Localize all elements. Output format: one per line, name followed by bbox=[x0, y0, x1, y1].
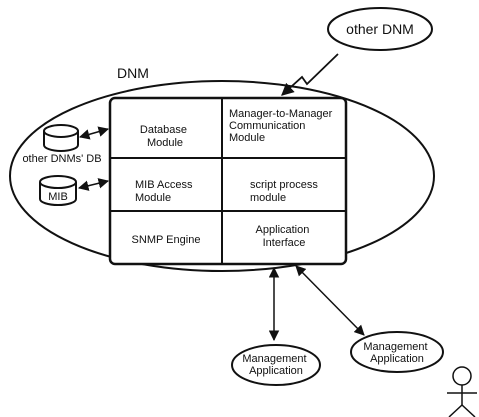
snmp-engine-label: SNMP Engine bbox=[132, 234, 201, 246]
management-application-left-label: Management Application bbox=[242, 353, 309, 377]
mib-label: MIB bbox=[48, 191, 68, 203]
other-dnms-db-label: other DNMs' DB bbox=[22, 153, 101, 165]
other-dnms-db-icon bbox=[43, 124, 79, 152]
mib-icon bbox=[39, 175, 77, 206]
user-stick-figure-icon bbox=[447, 366, 477, 417]
other-dnm-node bbox=[327, 7, 433, 51]
db-to-database-module-arrow bbox=[78, 126, 110, 140]
mib-access-module-label: MIB Access Module bbox=[135, 179, 196, 204]
database-module-label: Database Module bbox=[140, 124, 190, 149]
interface-to-right-app-arrow bbox=[295, 265, 365, 336]
dnm-label: DNM bbox=[117, 65, 149, 81]
module-grid bbox=[108, 96, 348, 266]
mib-to-mib-access-arrow bbox=[77, 178, 110, 191]
script-process-module-label: script process module bbox=[250, 179, 321, 204]
dnm-boundary bbox=[9, 80, 435, 272]
management-application-left bbox=[231, 344, 321, 386]
module-grid-frame bbox=[108, 96, 348, 266]
other-dnm-label: other DNM bbox=[346, 21, 414, 37]
management-application-right bbox=[350, 331, 444, 373]
application-interface-label: Application Interface bbox=[256, 224, 313, 249]
management-application-right-label: Management Application bbox=[363, 341, 430, 365]
m2m-module-label: Manager-to-Manager Communication Module bbox=[229, 108, 335, 144]
